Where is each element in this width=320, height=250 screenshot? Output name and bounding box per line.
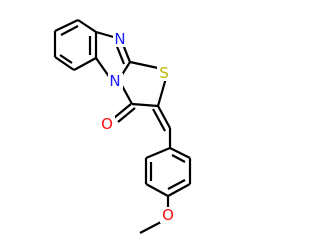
bond-thiaz-1	[129, 60, 159, 70]
bond-imid-2b	[114, 43, 126, 65]
bond-thiaz-2	[156, 77, 168, 107]
bond-phenyl-1	[145, 146, 171, 160]
bond-carbonyl-1	[113, 103, 132, 119]
atom-label-o-methoxy: O	[162, 206, 174, 224]
atom-o-methoxy: O	[160, 206, 176, 224]
atom-o-carbonyl: O	[99, 115, 115, 133]
bond-benzo-1	[54, 19, 79, 32]
bond-benzo-inner-1	[60, 25, 79, 36]
bond-benzo-2	[77, 19, 97, 33]
atom-n-imine: N	[113, 30, 128, 48]
bond-thiaz-3	[131, 102, 159, 108]
bond-phenyl-inner-2	[167, 179, 186, 190]
bond-phenyl-6	[169, 147, 191, 159]
bond-phenyl-4	[167, 183, 191, 197]
chemical-structure-diagram: N N S O O	[53, 19, 192, 234]
bond-benzo-5	[54, 56, 75, 71]
atom-label-s-thiazole: S	[159, 64, 169, 82]
bond-phenyl-inner-3	[171, 154, 186, 163]
bond-exo-2	[152, 108, 166, 132]
bond-imid-4	[95, 57, 111, 79]
atom-label-o-carbonyl: O	[101, 115, 113, 133]
atom-s-thiazole: S	[157, 64, 172, 82]
bond-exo-1	[157, 105, 171, 129]
bond-phenyl-3	[145, 183, 169, 197]
atom-label-n-bridge: N	[109, 72, 120, 90]
bond-benzo-inner-3	[59, 54, 73, 64]
atom-labels: N N S O O	[99, 30, 176, 224]
bond-methoxy-2	[139, 221, 162, 234]
bonds	[53, 19, 192, 234]
atom-n-bridge: N	[108, 72, 123, 90]
bond-carbonyl-2	[117, 107, 136, 123]
atom-label-n-imine: N	[114, 30, 125, 48]
bond-benzo-4	[73, 57, 97, 71]
